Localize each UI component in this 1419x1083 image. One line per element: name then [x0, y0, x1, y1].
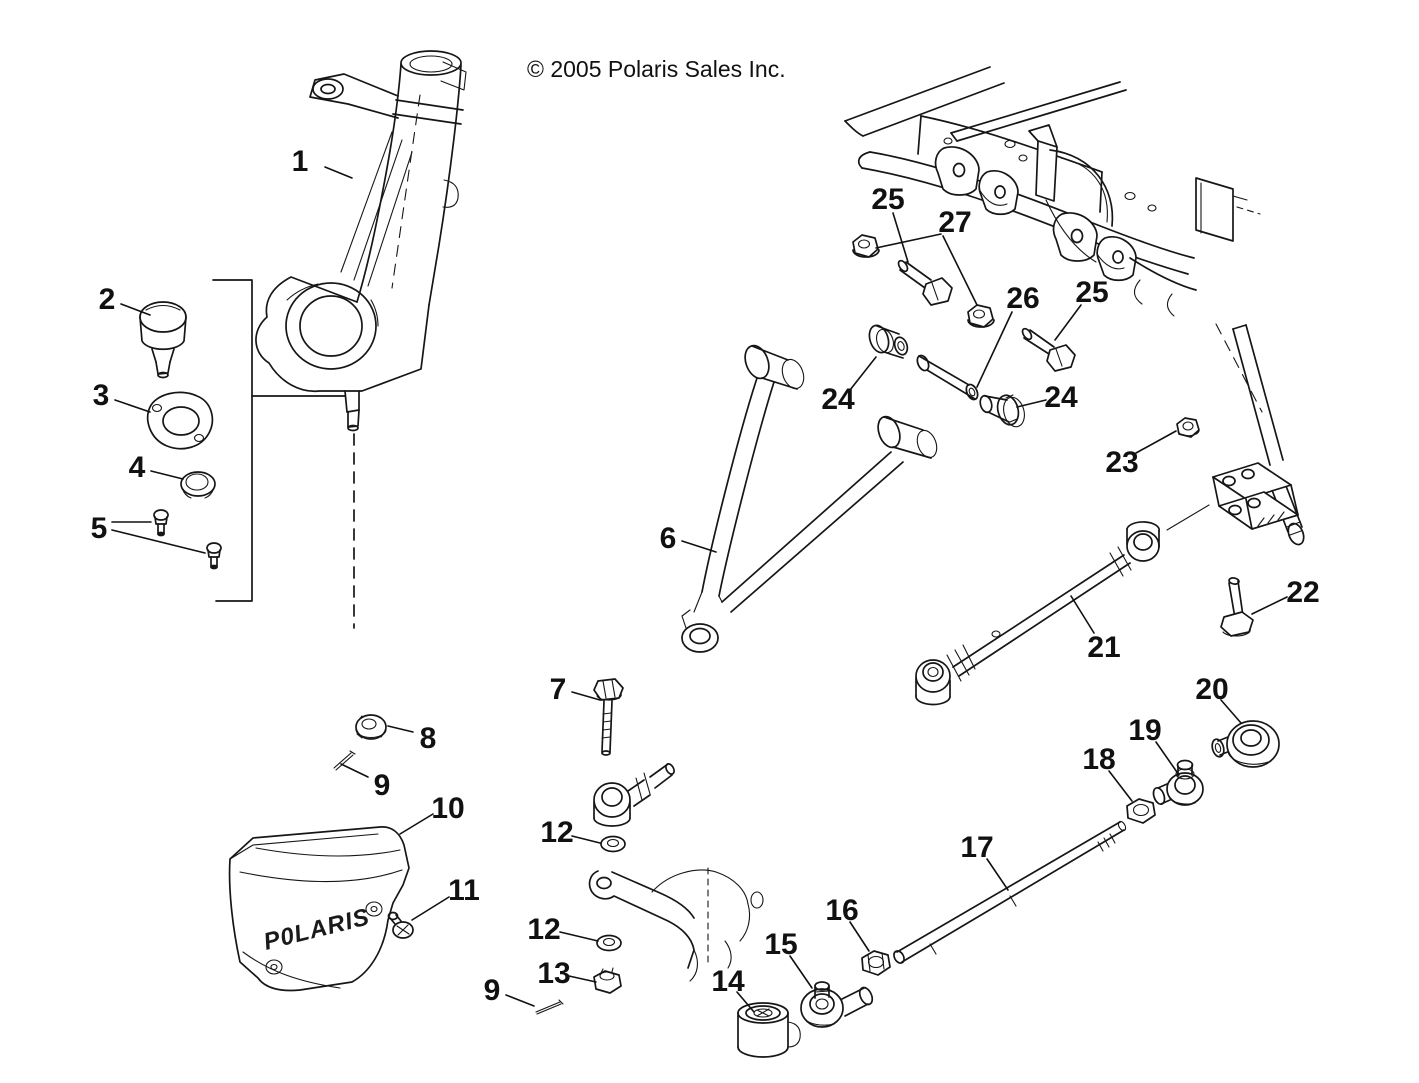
callout-leader — [1252, 597, 1287, 614]
ball-joint-drawing — [140, 302, 186, 378]
callout-leader — [569, 976, 596, 982]
callout-label-8: 8 — [420, 722, 437, 755]
callout-label-25: 25 — [871, 183, 904, 216]
rod-end-19-drawing — [1151, 761, 1203, 806]
callout-label-12: 12 — [540, 816, 573, 849]
callout-label-9: 9 — [484, 974, 501, 1007]
washers-and-nut-drawing — [594, 837, 625, 994]
callout-leader — [1136, 431, 1176, 453]
callout-leader — [850, 357, 876, 390]
gasket-plate-drawing — [148, 392, 213, 448]
callout-label-18: 18 — [1082, 743, 1115, 776]
callout-label-24: 24 — [821, 383, 855, 416]
callout-leader — [876, 234, 941, 248]
callout-leader — [115, 400, 150, 412]
callout-leader — [388, 726, 413, 732]
callout-label-19: 19 — [1128, 714, 1161, 747]
callout-label-11: 11 — [448, 874, 480, 907]
callout-leader — [737, 992, 754, 1012]
callout-label-14: 14 — [711, 965, 745, 998]
callout-label-4: 4 — [129, 451, 146, 484]
polaris-cover-drawing: P0LARIS — [230, 827, 409, 991]
pitman-bolt-drawing — [1221, 577, 1253, 636]
callout-leader — [1055, 305, 1081, 340]
callout-label-24: 24 — [1044, 381, 1078, 414]
lower-ball-joint-drawing — [738, 1003, 800, 1057]
copyright-text: © 2005 Polaris Sales Inc. — [527, 56, 786, 82]
callout-leader — [572, 836, 600, 843]
callout-label-5: 5 — [91, 512, 108, 545]
callout-label-12: 12 — [527, 913, 560, 946]
bushing-ring-drawing — [181, 472, 215, 498]
callout-label-21: 21 — [1087, 631, 1120, 664]
callout-leader — [572, 692, 600, 700]
callout-leader — [893, 213, 908, 262]
frame-bolts-drawing — [897, 259, 1075, 371]
steering-post-drawing — [1167, 324, 1307, 547]
callout-label-17: 17 — [960, 831, 993, 864]
callout-label-20: 20 — [1195, 673, 1228, 706]
callout-leader — [1156, 742, 1179, 775]
callout-leader — [121, 304, 150, 315]
frame-drawing — [845, 67, 1260, 316]
callout-label-25: 25 — [1075, 276, 1108, 309]
callout-leader — [943, 236, 977, 305]
tie-rod-shaft-drawing — [892, 820, 1127, 965]
rod-end-15-drawing — [801, 982, 875, 1027]
castle-nut-drawing — [356, 715, 386, 739]
steering-knuckle-drawing — [256, 51, 466, 628]
callout-leader — [400, 814, 433, 834]
callout-label-2: 2 — [99, 283, 116, 316]
pivot-pin-drawing — [915, 354, 980, 402]
callout-leader — [682, 541, 716, 552]
callout-leader — [112, 530, 205, 553]
steering-arm-ghost-drawing — [590, 868, 763, 981]
callout-label-22: 22 — [1286, 576, 1319, 609]
callout-label-9: 9 — [374, 769, 391, 802]
drag-link-bolt-drawing — [594, 679, 623, 755]
callout-leader — [560, 932, 598, 941]
callout-leader — [412, 897, 449, 920]
post-nut-drawing — [1177, 418, 1199, 437]
callout-label-23: 23 — [1105, 446, 1138, 479]
callout-leader — [506, 995, 534, 1006]
callout-label-7: 7 — [550, 673, 567, 706]
callout-label-3: 3 — [93, 379, 110, 412]
cotter-pins-drawing — [334, 751, 563, 1014]
drag-link-rod-end-drawing — [594, 762, 676, 826]
callout-leader — [850, 922, 869, 951]
callout-leader — [987, 859, 1008, 890]
callout-leader — [341, 764, 368, 777]
callout-label-13: 13 — [537, 957, 570, 990]
flange-nuts-drawing — [853, 235, 994, 327]
rod-end-20-drawing — [1210, 721, 1279, 767]
jam-nut-16-drawing — [862, 951, 890, 975]
callout-label-10: 10 — [431, 792, 464, 825]
jam-nut-18-drawing — [1127, 799, 1155, 823]
callout-label-16: 16 — [825, 894, 858, 927]
cover-screw-drawing — [389, 913, 414, 939]
callout-label-15: 15 — [764, 928, 797, 961]
callout-leader — [977, 312, 1012, 387]
grouping-bracket — [213, 280, 345, 601]
callout-leader — [790, 956, 812, 988]
pivot-bushings-drawing — [866, 323, 1027, 429]
upper-tie-rod-drawing — [916, 522, 1159, 705]
callout-label-26: 26 — [1006, 282, 1039, 315]
callout-leader — [151, 471, 183, 479]
callout-leader — [1017, 400, 1046, 407]
screws-drawing — [154, 510, 221, 569]
callout-leader — [1221, 700, 1241, 723]
control-arm-drawing — [682, 342, 940, 652]
callout-label-1: 1 — [292, 145, 309, 178]
callout-label-27: 27 — [938, 206, 971, 239]
callout-leader — [1109, 771, 1132, 801]
callout-leader — [325, 167, 352, 178]
callout-label-6: 6 — [660, 522, 677, 555]
callout-leader — [1071, 596, 1094, 633]
